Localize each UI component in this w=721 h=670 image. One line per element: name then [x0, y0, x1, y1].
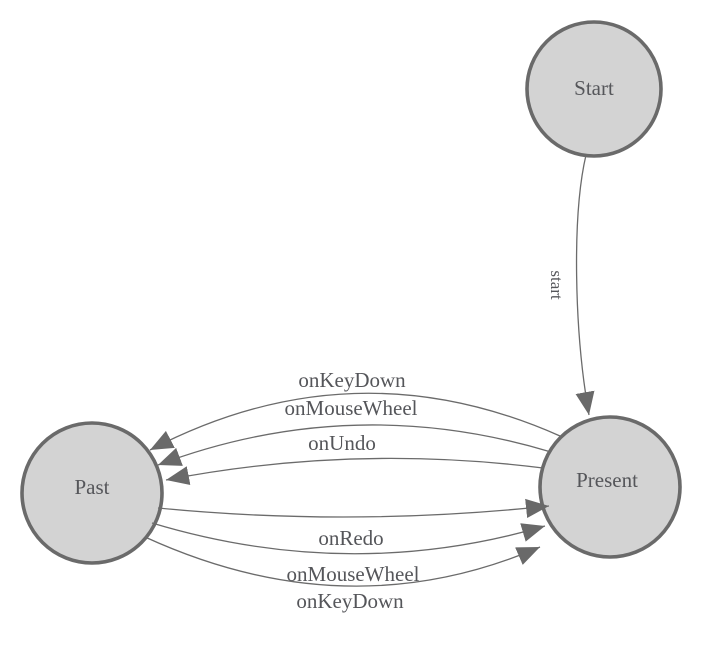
node-start-circle[interactable]: [525, 20, 663, 158]
edge-past-to-present-mousewheel-path[interactable]: [151, 522, 546, 555]
edge-past-to-present-redo: onRedo: [157, 498, 550, 550]
edge-present-to-past-keydown-path[interactable]: [149, 392, 561, 451]
node-start-label: Start: [574, 76, 614, 100]
node-past-label: Past: [74, 475, 109, 499]
edge-start-to-present-path[interactable]: [575, 154, 595, 416]
edge-present-to-past-undo: onUndo: [165, 431, 544, 486]
edge-past-to-present-mousewheel-label: onMouseWheel: [287, 562, 420, 586]
node-past-circle[interactable]: [20, 421, 164, 565]
edge-present-to-past-undo-label: onUndo: [308, 431, 376, 455]
node-past[interactable]: Past: [20, 421, 164, 565]
edge-past-to-present-keydown-label: onKeyDown: [296, 589, 404, 613]
edge-start-to-present-label: start: [547, 270, 566, 300]
node-present-label: Present: [576, 468, 638, 492]
edge-start-to-present: start: [547, 154, 595, 416]
edge-present-to-past-mousewheel-label: onMouseWheel: [285, 396, 418, 420]
edge-past-to-present-redo-label: onRedo: [318, 526, 383, 550]
edge-present-to-past-undo-path[interactable]: [165, 457, 544, 486]
node-present[interactable]: Present: [538, 415, 682, 559]
edge-present-to-past-keydown: onKeyDown: [149, 368, 561, 451]
edge-present-to-past-mousewheel-path[interactable]: [157, 424, 552, 466]
edge-past-to-present-keydown: onKeyDown: [144, 536, 541, 613]
edge-present-to-past-mousewheel: onMouseWheel: [157, 396, 552, 466]
edge-past-to-present-keydown-path[interactable]: [144, 536, 541, 587]
edge-past-to-present-mousewheel: onMouseWheel: [151, 522, 546, 586]
edge-past-to-present-redo-path[interactable]: [157, 498, 550, 518]
node-present-circle[interactable]: [538, 415, 682, 559]
node-start[interactable]: Start: [525, 20, 663, 158]
edge-present-to-past-keydown-label: onKeyDown: [298, 368, 406, 392]
